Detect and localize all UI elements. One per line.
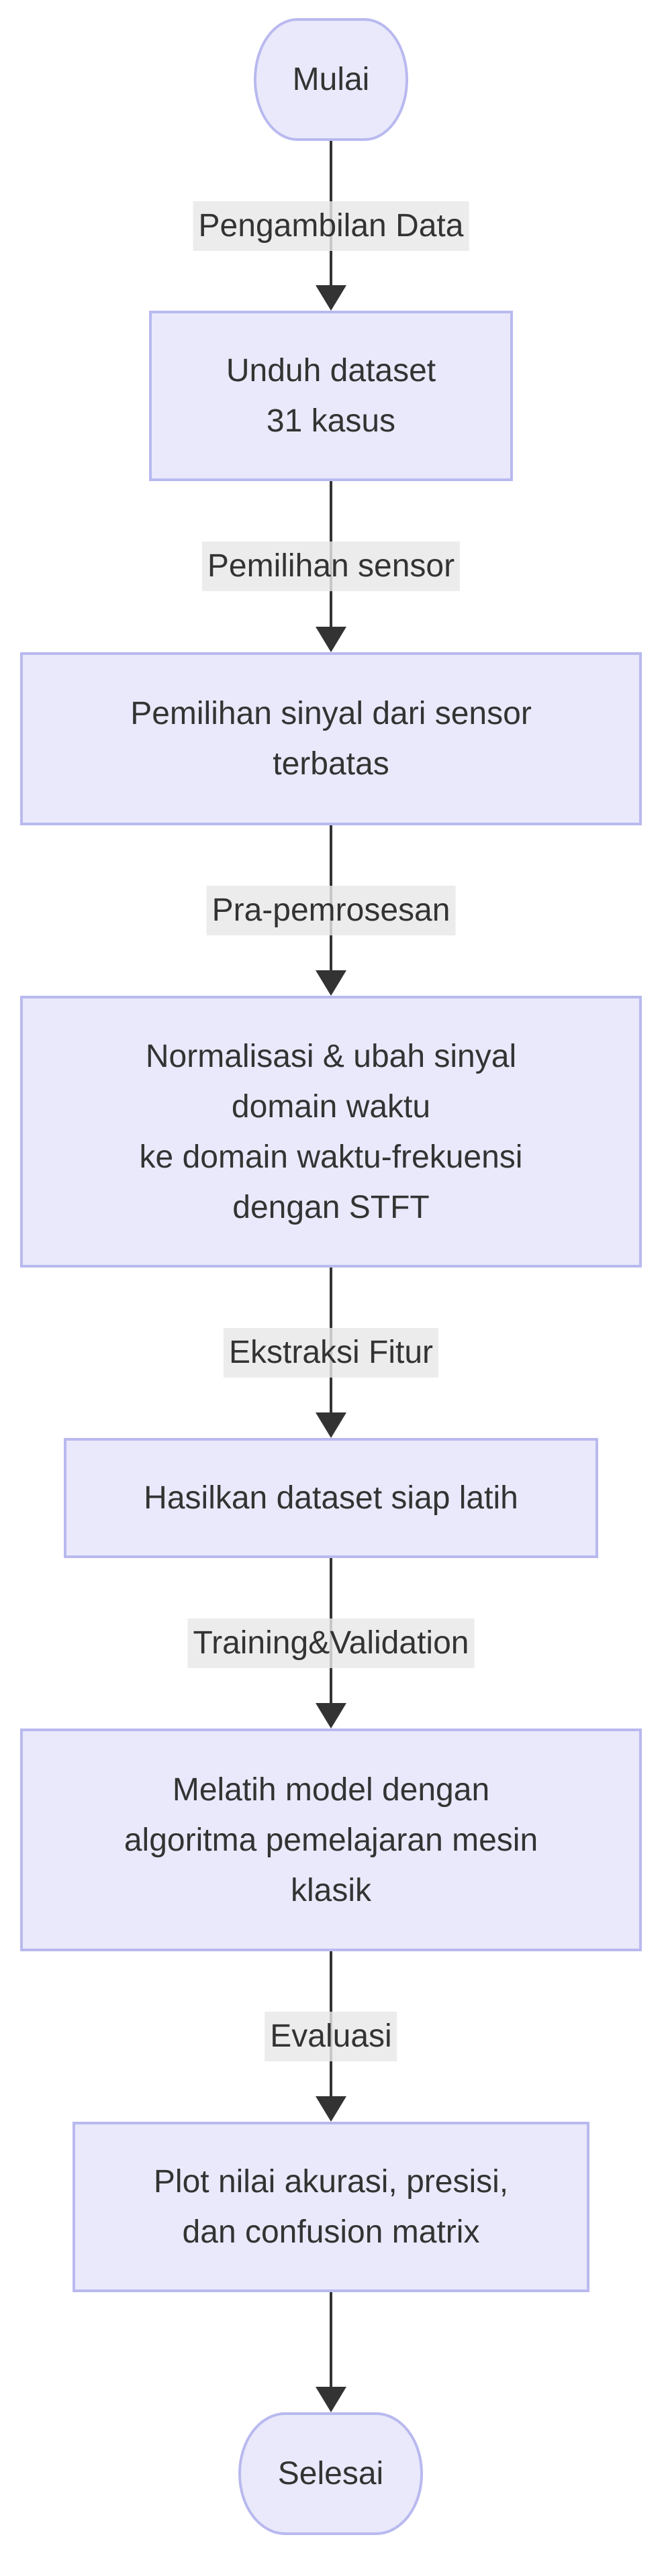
arrowhead-icon — [316, 2387, 346, 2412]
edge-label-training-validation: Training&Validation — [187, 1618, 475, 1668]
edge-label-pengambilan-data: Pengambilan Data — [193, 201, 469, 251]
edge-plot-end — [330, 2292, 332, 2387]
node-hasilkan-dataset: Hasilkan dataset siap latih — [64, 1438, 598, 1558]
node-start-mulai: Mulai — [254, 18, 408, 141]
edge-label-evaluasi: Evaluasi — [265, 2012, 397, 2061]
node-plot-evaluasi: Plot nilai akurasi, presisi, dan confusi… — [73, 2122, 589, 2292]
edge-label-pra-pemrosesan: Pra-pemrosesan — [206, 886, 456, 935]
node-pemilihan-sinyal: Pemilihan sinyal dari sensor terbatas — [20, 652, 642, 825]
arrowhead-icon — [316, 627, 346, 652]
node-end-selesai: Selesai — [238, 2412, 423, 2535]
arrowhead-icon — [316, 970, 346, 996]
arrowhead-icon — [316, 285, 346, 311]
arrowhead-icon — [316, 1703, 346, 1729]
node-unduh-dataset: Unduh dataset 31 kasus — [149, 311, 513, 481]
arrowhead-icon — [316, 1412, 346, 1438]
arrowhead-icon — [316, 2096, 346, 2122]
edge-label-pemilihan-sensor: Pemilihan sensor — [201, 542, 461, 591]
node-melatih-model: Melatih model dengan algoritma pemelajar… — [20, 1729, 642, 1951]
edge-label-ekstraksi-fitur: Ekstraksi Fitur — [223, 1328, 439, 1378]
node-pra-pemrosesan-stft: Normalisasi & ubah sinyal domain waktu k… — [20, 996, 642, 1268]
